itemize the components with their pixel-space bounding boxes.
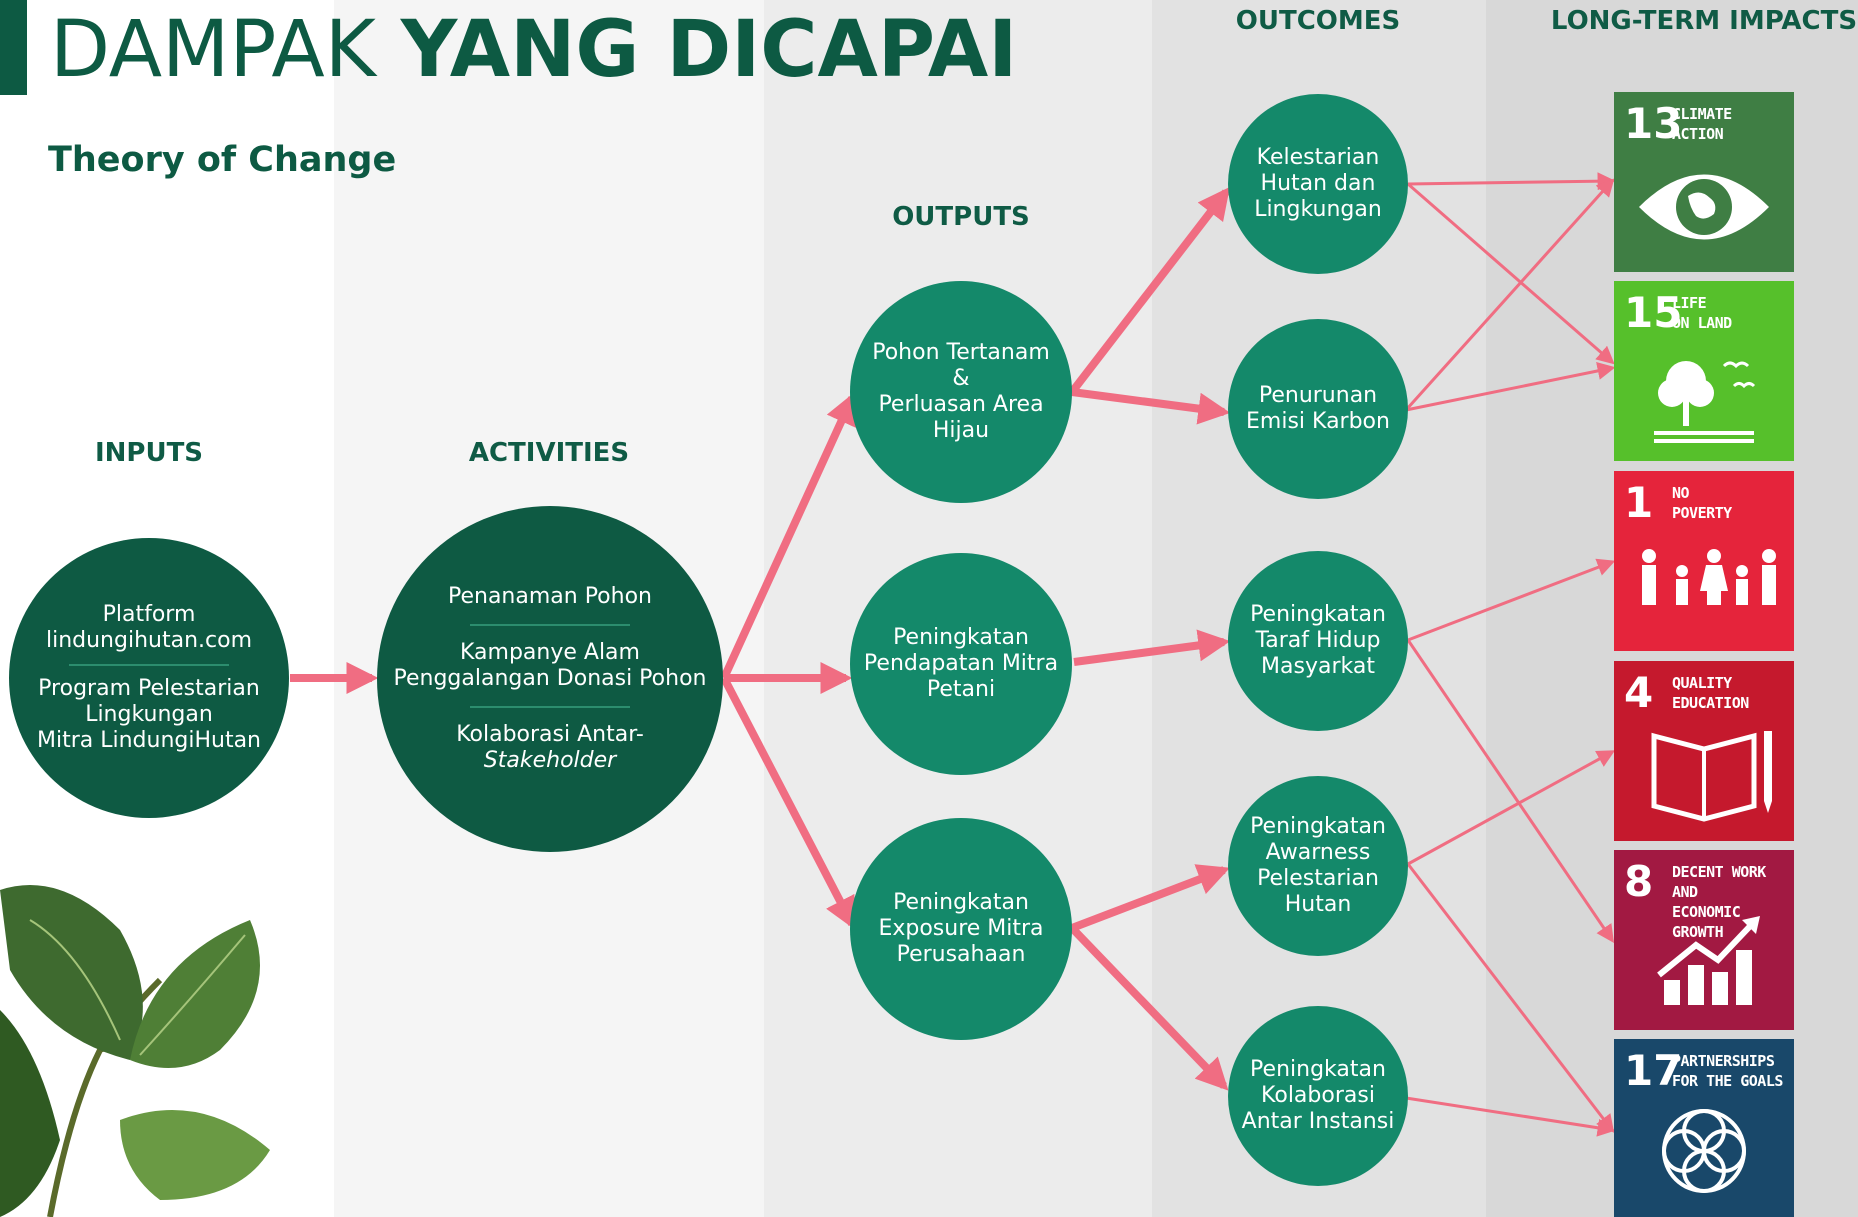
outcome-label: Peningkatan Kolaborasi Antar Instansi bbox=[1241, 1057, 1395, 1134]
arrow-output2-outcome3 bbox=[1073, 629, 1231, 666]
page-subtitle: Theory of Change bbox=[48, 140, 397, 180]
sdg-title: DECENT WORK AND ECONOMIC GROWTH bbox=[1672, 863, 1766, 941]
sdg-number: 17 bbox=[1624, 1046, 1683, 1095]
arrow-outcome3-sdg1 bbox=[1407, 558, 1616, 642]
outcome-label: Peningkatan Taraf Hidup Masyarkat bbox=[1250, 602, 1386, 679]
arrow-outcome4-sdg4 bbox=[1407, 750, 1616, 866]
sdg-number: 15 bbox=[1624, 288, 1683, 337]
activity-collab-line1: Kolaborasi Antar- bbox=[456, 722, 644, 747]
divider bbox=[470, 624, 630, 626]
sdg-number: 4 bbox=[1624, 668, 1654, 717]
leaf-decoration bbox=[0, 885, 270, 1217]
outcome-label: Peningkatan Awarness Pelestarian Hutan bbox=[1250, 814, 1386, 917]
output-company-exposure: Peningkatan Exposure Mitra Perusahaan bbox=[850, 818, 1072, 1040]
activity-collab: Kolaborasi Antar-Stakeholder bbox=[456, 722, 644, 774]
outcomes-heading: OUTCOMES bbox=[1235, 6, 1401, 36]
output-label: Pohon Tertanam & Perluasan Area Hijau bbox=[872, 340, 1050, 443]
outcome-label: Kelestarian Hutan dan Lingkungan bbox=[1254, 145, 1382, 222]
divider bbox=[470, 706, 630, 708]
activity-planting: Penanaman Pohon bbox=[447, 584, 652, 609]
outputs-heading: OUTPUTS bbox=[892, 202, 1030, 232]
sdg-4-tile: 4 QUALITY EDUCATION bbox=[1614, 661, 1794, 841]
outcome-label: Penurunan Emisi Karbon bbox=[1246, 383, 1390, 434]
title-light: DAMPAK bbox=[50, 5, 401, 95]
family-icon bbox=[1642, 549, 1776, 605]
arrow-activities-output3 bbox=[720, 676, 856, 930]
activities-node: Penanaman Pohon Kampanye Alam Penggalang… bbox=[377, 506, 723, 852]
sdg-title: PARTNERSHIPS FOR THE GOALS bbox=[1672, 1052, 1783, 1090]
impacts-heading: LONG-TERM IMPACTS bbox=[1550, 6, 1858, 36]
arrow-output1-outcome2 bbox=[1071, 388, 1231, 425]
outcome-awareness: Peningkatan Awarness Pelestarian Hutan bbox=[1228, 776, 1408, 956]
sdg-number: 13 bbox=[1624, 99, 1683, 148]
arrow-output3-outcome4 bbox=[1070, 864, 1230, 932]
sdg-17-tile: 17 PARTNERSHIPS FOR THE GOALS bbox=[1614, 1039, 1794, 1217]
arrow-outcome1-sdg13 bbox=[1407, 172, 1616, 191]
eye-earth-icon bbox=[1639, 174, 1769, 240]
arrow-outcome1-sdg15 bbox=[1407, 182, 1615, 365]
output-label: Peningkatan Exposure Mitra Perusahaan bbox=[878, 890, 1044, 967]
sdg-number: 1 bbox=[1624, 478, 1654, 527]
sdg-title: CLIMATE ACTION bbox=[1672, 105, 1732, 143]
arrow-outcome2-sdg15 bbox=[1405, 362, 1616, 412]
sdg-title: LIFE ON LAND bbox=[1672, 294, 1732, 332]
tree-birds-icon bbox=[1654, 361, 1756, 443]
sdg-15-tile: 15 LIFE ON LAND bbox=[1614, 281, 1794, 461]
activities-heading: ACTIVITIES bbox=[468, 438, 630, 468]
activity-campaign: Kampanye Alam Penggalangan Donasi Pohon bbox=[393, 640, 707, 691]
sdg-number: 8 bbox=[1624, 857, 1654, 906]
inputs-heading: INPUTS bbox=[94, 438, 204, 468]
outcome-living-standard: Peningkatan Taraf Hidup Masyarkat bbox=[1228, 551, 1408, 731]
outcome-forest-sustainability: Kelestarian Hutan dan Lingkungan bbox=[1228, 94, 1408, 274]
arrow-activities-output1 bbox=[720, 392, 856, 680]
input-platform: Platform lindungihutan.com bbox=[45, 602, 252, 653]
title-accent-bar bbox=[0, 0, 27, 95]
outcome-carbon-reduction: Penurunan Emisi Karbon bbox=[1228, 319, 1408, 499]
title-bold: YANG DICAPAI bbox=[400, 5, 1018, 95]
output-label: Peningkatan Pendapatan Mitra Petani bbox=[863, 625, 1059, 702]
activity-collab-line2: Stakeholder bbox=[483, 748, 617, 773]
arrow-outcome2-sdg13 bbox=[1404, 178, 1615, 412]
sdg-8-tile: 8 DECENT WORK AND ECONOMIC GROWTH bbox=[1614, 850, 1794, 1030]
inputs-node: Platform lindungihutan.com Program Peles… bbox=[9, 538, 289, 818]
sdg-1-tile: 1 NO POVERTY bbox=[1614, 471, 1794, 651]
page-title: DAMPAK YANG DICAPAI bbox=[50, 8, 1017, 92]
book-pencil-icon bbox=[1651, 731, 1772, 822]
sdg-13-tile: 13 CLIMATE ACTION bbox=[1614, 92, 1794, 272]
output-trees-planted: Pohon Tertanam & Perluasan Area Hijau bbox=[850, 281, 1072, 503]
arrow-outcome3-sdg8 bbox=[1406, 639, 1615, 943]
outcome-collaboration: Peningkatan Kolaborasi Antar Instansi bbox=[1228, 1006, 1408, 1186]
output-farmer-income: Peningkatan Pendapatan Mitra Petani bbox=[850, 553, 1072, 775]
sdg-title: QUALITY EDUCATION bbox=[1672, 674, 1749, 712]
growth-chart-icon bbox=[1657, 916, 1760, 1005]
arrow-outcome4-sdg17 bbox=[1406, 863, 1615, 1133]
arrow-outcome5-sdg17 bbox=[1405, 1096, 1616, 1137]
divider bbox=[69, 664, 229, 666]
flower-rings-icon bbox=[1662, 1109, 1746, 1193]
sdg-title: NO POVERTY bbox=[1672, 484, 1732, 522]
input-program: Program Pelestarian Lingkungan Mitra Lin… bbox=[36, 676, 262, 753]
arrow-output3-outcome5 bbox=[1069, 925, 1229, 1091]
arrow-output1-outcome1 bbox=[1068, 186, 1230, 395]
